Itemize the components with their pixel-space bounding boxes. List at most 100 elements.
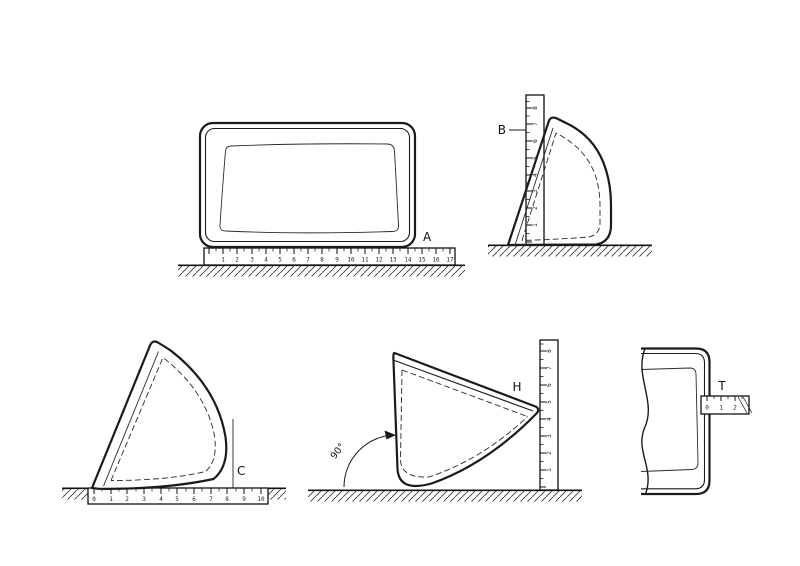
- bucket-side-blade-inner-line: [514, 127, 554, 246]
- ruler-c-number: 9: [242, 496, 246, 503]
- bucket-detail-outer-outline: [641, 347, 711, 496]
- ruler-b: 1 2 3 4 5 6 7 8: [525, 94, 545, 246]
- ruler-c-number: 3: [142, 496, 146, 503]
- ground-hatch-h: [308, 490, 582, 502]
- angle-arc: [343, 434, 397, 488]
- ruler-h-number: 5: [546, 400, 553, 404]
- ruler-t-number: 2: [733, 405, 737, 412]
- ruler-a-number: 5: [278, 257, 282, 264]
- bucket-tilted-view: [90, 340, 234, 490]
- ruler-h-number: 2: [546, 451, 553, 455]
- ruler-a-number: 8: [320, 257, 324, 264]
- figure-b-label: B: [498, 123, 506, 137]
- ruler-a-number: 3: [250, 257, 254, 264]
- ruler-t-number: 0: [705, 405, 709, 412]
- ruler-h: 1 2 3 4 5 6 7 8: [539, 339, 559, 491]
- ruler-c-body: [87, 487, 269, 505]
- ruler-h-number: 7: [546, 366, 553, 370]
- ruler-b-number: 4: [532, 173, 539, 177]
- bucket-upright-outline: [392, 351, 540, 488]
- angle-label: 90°: [329, 441, 348, 461]
- ruler-a-ticks-minor: [215, 248, 444, 252]
- ruler-a-number: 16: [432, 257, 440, 264]
- ruler-b-number: 2: [532, 206, 539, 210]
- ruler-c-number: 6: [192, 496, 196, 503]
- ruler-c-number: 10: [257, 496, 265, 503]
- ruler-h-number: 4: [546, 417, 553, 421]
- ruler-t-break-marks: [737, 396, 753, 414]
- bucket-side-hidden-lines: [521, 132, 601, 241]
- angle-arrowhead: [384, 430, 396, 440]
- ruler-a-number: 13: [389, 257, 397, 264]
- ruler-b-number: 8: [532, 106, 539, 110]
- ruler-c-ticks: [93, 488, 262, 494]
- bucket-upright-rim-line: [394, 359, 534, 412]
- figure-c-label: C: [237, 464, 245, 478]
- ruler-a-number: 6: [292, 257, 296, 264]
- ruler-a-number: 9: [335, 257, 339, 264]
- ruler-a-number: 15: [418, 257, 426, 264]
- bucket-upright-hidden-rim: [401, 369, 528, 417]
- ruler-c-number: 0: [92, 496, 96, 503]
- ruler-b-number: 1: [532, 223, 539, 227]
- bucket-side-outline: [506, 116, 613, 247]
- ruler-t-number: 1: [719, 405, 723, 412]
- ruler-a: 1 2 3 4 5 6 7 8 9 10 11 12 13 14 15 16 1…: [203, 247, 456, 266]
- ruler-h-number: 1: [546, 468, 553, 472]
- bucket-side-view: [506, 116, 613, 247]
- ruler-a-number: 14: [404, 257, 412, 264]
- ruler-b-ticks: [526, 107, 532, 243]
- ruler-b-body: [525, 94, 545, 246]
- ruler-a-ticks: [208, 248, 451, 254]
- ruler-a-number: 2: [235, 257, 239, 264]
- ruler-a-number: 7: [306, 257, 310, 264]
- ruler-c-number: 2: [125, 496, 129, 503]
- ruler-b-number: 6: [532, 139, 539, 143]
- bucket-front-interior-lines: [219, 143, 399, 234]
- figure-b: 1 2 3 4 5 6 7 8 B: [488, 94, 652, 257]
- ruler-a-number: 12: [375, 257, 383, 264]
- bucket-upright-view: [392, 351, 540, 488]
- ruler-b-number: 3: [532, 189, 539, 193]
- ruler-a-body: [203, 247, 456, 266]
- break-line: [641, 348, 649, 495]
- ruler-b-number: 5: [532, 156, 539, 160]
- ruler-c: 0 1 2 3 4 5 6 7 8 9 10: [87, 487, 269, 505]
- bucket-front-view: [198, 121, 417, 249]
- figure-c: 0 1 2 3 4 5 6 7 8 9 10 C: [62, 340, 286, 505]
- bucket-detail-view: [640, 347, 711, 496]
- ruler-c-number: 8: [225, 496, 229, 503]
- ruler-c-number: 1: [109, 496, 113, 503]
- ruler-c-number: 4: [159, 496, 163, 503]
- bucket-detail-interior-lines: [640, 367, 699, 472]
- ruler-a-number: 1: [221, 257, 225, 264]
- angle-annotation: 90°: [329, 430, 397, 488]
- bucket-detail-inner-outline: [641, 352, 706, 490]
- ruler-a-number: 11: [361, 257, 369, 264]
- ruler-h-number: 6: [546, 383, 553, 387]
- ruler-h-number: 8: [546, 349, 553, 353]
- ruler-h-body: [539, 339, 559, 491]
- ground-hatch-a: [178, 265, 465, 277]
- ruler-t-ticks: [706, 396, 736, 401]
- ruler-c-number: 7: [209, 496, 213, 503]
- bucket-front-outer-outline: [198, 121, 417, 249]
- ruler-a-number: 10: [347, 257, 355, 264]
- figure-h-label: H: [512, 380, 521, 394]
- bucket-front-inner-outline: [204, 127, 411, 243]
- figure-a-label: A: [423, 230, 432, 244]
- bucket-upright-hidden-body: [400, 369, 528, 478]
- ruler-h-number: 3: [546, 434, 553, 438]
- ruler-a-number: 4: [264, 257, 268, 264]
- ruler-c-number: 5: [175, 496, 179, 503]
- bucket-tilted-blade-inner-line: [103, 351, 159, 487]
- ruler-b-number: 7: [532, 122, 539, 126]
- figure-t-label: T: [717, 379, 726, 393]
- figure-t: 0 1 2 T: [640, 347, 753, 496]
- ruler-t-body: [700, 395, 750, 415]
- ruler-a-number: 17: [446, 257, 454, 264]
- ruler-t: 0 1 2: [700, 395, 753, 415]
- ruler-h-ticks: [540, 350, 546, 488]
